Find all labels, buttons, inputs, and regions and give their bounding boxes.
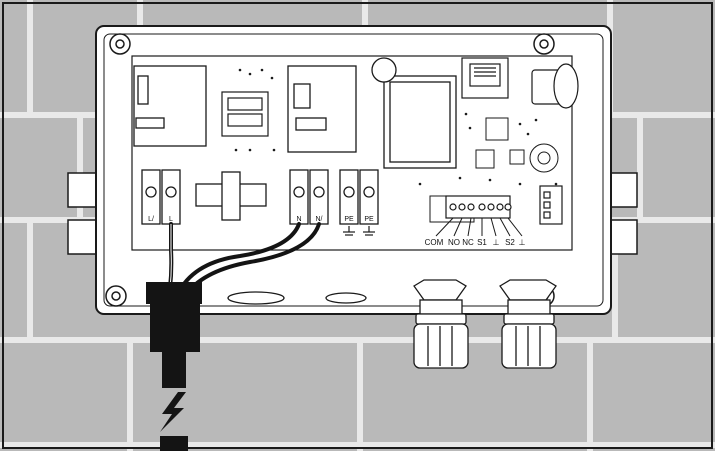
pcb-traces — [234, 68, 558, 186]
transformer-middle — [287, 65, 357, 153]
knockout-holes — [227, 291, 367, 305]
ground-icon — [343, 226, 375, 236]
signal-label-s2: S2 — [505, 238, 515, 247]
signal-label-gnd-1: ⊥ — [493, 238, 500, 247]
signal-label-s1: S1 — [477, 238, 487, 247]
terminal-block-left — [141, 169, 181, 225]
terminal-label-l: L — [169, 216, 173, 223]
lightning-bolt-icon — [160, 392, 186, 432]
signal-terminal-strip — [445, 195, 512, 219]
relay-block — [221, 91, 269, 137]
fuse-holder — [195, 171, 267, 221]
usb-connector — [531, 63, 579, 109]
terminal-label-n: N — [296, 216, 301, 223]
signal-pin-lines — [435, 217, 523, 237]
terminal-label-pe-2: PE — [364, 216, 374, 223]
cable-gland-signal-1 — [413, 279, 469, 369]
terminal-label-n-prime: N/ — [316, 216, 323, 223]
transformer-left — [133, 65, 207, 147]
signal-label-com: COM — [425, 238, 444, 247]
cable-gland-signal-2 — [499, 279, 557, 369]
signal-label-no: NO — [448, 238, 460, 247]
rj-jack — [461, 57, 509, 99]
transformer-right — [383, 75, 457, 169]
terminal-label-l-prime: L/ — [148, 216, 154, 223]
signal-label-nc: NC — [462, 238, 474, 247]
terminal-block-neutral — [289, 169, 329, 225]
capacitor — [371, 57, 397, 83]
terminal-label-pe-1: PE — [344, 216, 354, 223]
terminal-block-earth — [339, 169, 379, 225]
cable-gland-mains — [146, 282, 202, 451]
signal-label-gnd-2: ⊥ — [519, 238, 526, 247]
side-connector — [539, 185, 563, 225]
